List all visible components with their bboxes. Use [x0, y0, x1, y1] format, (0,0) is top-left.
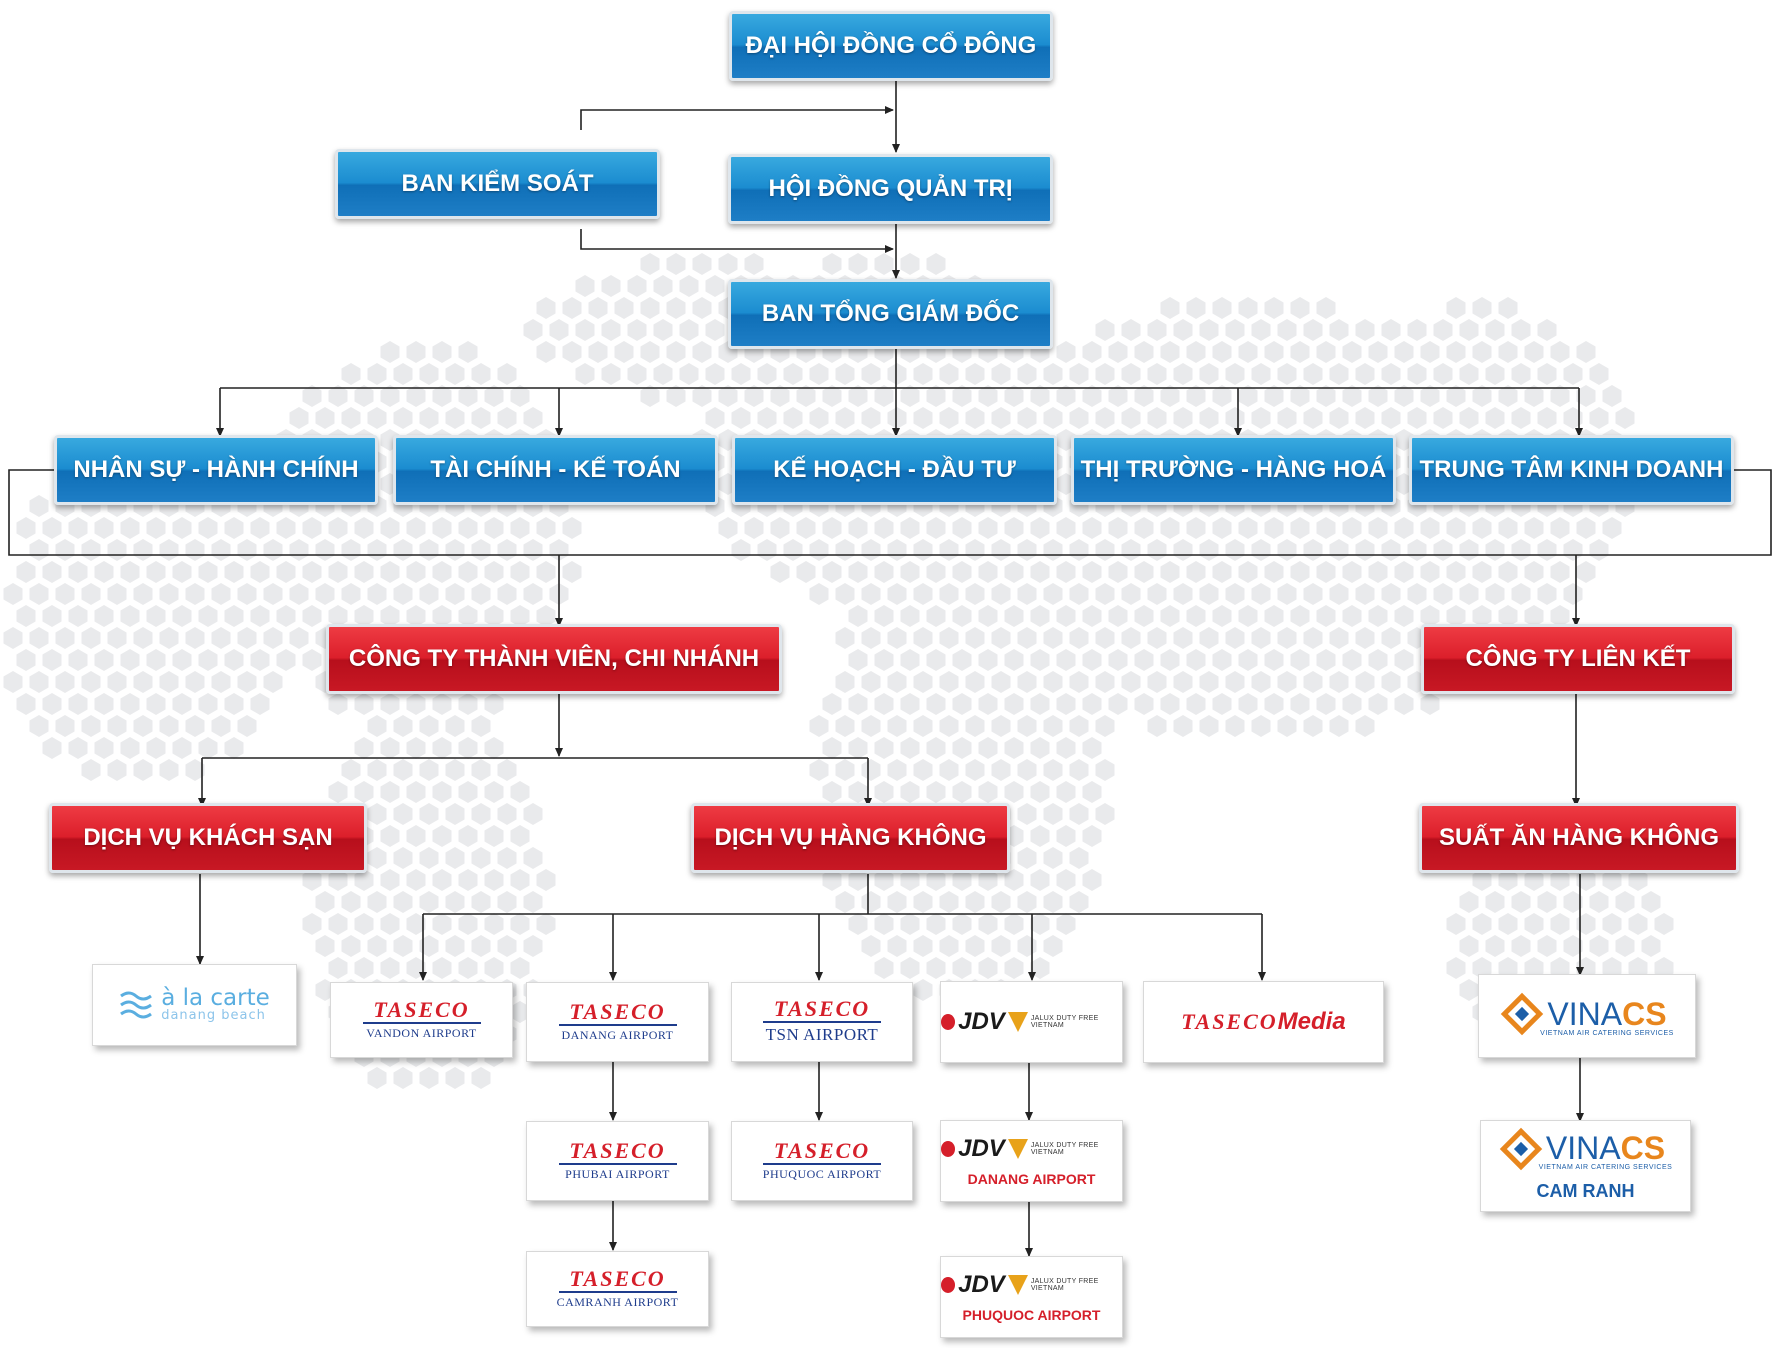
- taseco-airport-name: PHUQUOC AIRPORT: [762, 1166, 882, 1181]
- jdv-dot-icon: [941, 1014, 956, 1030]
- taseco-brand: TASECO: [773, 996, 871, 1021]
- jdv-tagline: JALUX DUTY FREE VIETNAM: [1030, 1278, 1099, 1292]
- dept-finance-accounting[interactable]: TÀI CHÍNH - KẾ TOÁN: [393, 435, 718, 505]
- vinacs-brand-a: VINA: [1547, 995, 1623, 1032]
- airline-catering-box[interactable]: SUẤT ĂN HÀNG KHÔNG: [1419, 803, 1739, 873]
- dept-planning-investment[interactable]: KẾ HOẠCH - ĐẦU TƯ: [732, 435, 1057, 505]
- vinacs-brand-b: CS: [1622, 995, 1667, 1032]
- aviation-services-box[interactable]: DỊCH VỤ HÀNG KHÔNG: [691, 803, 1010, 873]
- affiliates-box[interactable]: CÔNG TY LIÊN KẾT: [1421, 624, 1735, 694]
- board-label: HỘI ĐỒNG QUẢN TRỊ: [768, 175, 1013, 202]
- supervisory-label: BAN KIỂM SOÁT: [401, 170, 594, 197]
- jdv-tagline: JALUX DUTY FREE VIETNAM: [1030, 1142, 1099, 1156]
- jdv-airport-name: PHUQUOC AIRPORT: [962, 1307, 1101, 1323]
- hotel-services-box[interactable]: DỊCH VỤ KHÁCH SẠN: [49, 803, 367, 873]
- taseco-media-logo[interactable]: TASECOMedia: [1143, 981, 1384, 1063]
- taseco-brand: TASECO: [373, 996, 470, 1022]
- alacarte-logo-card[interactable]: à la carte danang beach: [92, 964, 297, 1046]
- dept-label: NHÂN SỰ - HÀNH CHÍNH: [73, 456, 359, 483]
- taseco-airport-name: TSN AIRPORT: [765, 1025, 879, 1044]
- jdv-dot-icon: [941, 1277, 956, 1293]
- vinacs-brand-b: CS: [1620, 1130, 1666, 1166]
- taseco-brand: TASECO: [569, 1265, 666, 1291]
- catering-label: SUẤT ĂN HÀNG KHÔNG: [1439, 824, 1719, 851]
- jdv-main-logo[interactable]: JDV JALUX DUTY FREE VIETNAM: [940, 981, 1123, 1063]
- agm-box[interactable]: ĐẠI HỘI ĐỒNG CỔ ĐÔNG: [729, 11, 1053, 81]
- alacarte-name: à la carte: [161, 985, 270, 1011]
- vinacs-tagline: VIETNAM AIR CATERING SERVICES: [1538, 1164, 1673, 1171]
- taseco-danang-logo[interactable]: TASECO DANANG AIRPORT: [526, 982, 709, 1062]
- taseco-underline: [558, 1023, 677, 1026]
- dept-business-center[interactable]: TRUNG TÂM KINH DOANH: [1409, 435, 1734, 505]
- jdv-airport-name: DANANG AIRPORT: [967, 1171, 1096, 1187]
- hotel-label: DỊCH VỤ KHÁCH SẠN: [83, 824, 333, 851]
- dept-hr-admin[interactable]: NHÂN SỰ - HÀNH CHÍNH: [54, 435, 378, 505]
- jdv-tagline: JALUX DUTY FREE VIETNAM: [1030, 1015, 1099, 1029]
- taseco-camranh-logo[interactable]: TASECO CAMRANH AIRPORT: [526, 1251, 709, 1327]
- taseco-airport-name: VANDON AIRPORT: [366, 1025, 477, 1040]
- taseco-underline: [763, 1162, 881, 1165]
- taseco-phuquoc-logo[interactable]: TASECO PHUQUOC AIRPORT: [731, 1121, 913, 1201]
- taseco-tsn-logo[interactable]: TASECO TSN AIRPORT: [731, 982, 913, 1062]
- dept-label: TÀI CHÍNH - KẾ TOÁN: [430, 456, 681, 483]
- taseco-brand: TASECO: [773, 1137, 871, 1163]
- members-branches-box[interactable]: CÔNG TY THÀNH VIÊN, CHI NHÁNH: [326, 624, 782, 694]
- dept-label: TRUNG TÂM KINH DOANH: [1419, 456, 1724, 483]
- vinacs-logo[interactable]: VINACS VIETNAM AIR CATERING SERVICES: [1478, 974, 1696, 1058]
- taseco-airport-name: DANANG AIRPORT: [561, 1027, 674, 1042]
- taseco-underline: [558, 1162, 677, 1165]
- waves-icon: [120, 991, 153, 1019]
- vinacs-camranh-logo[interactable]: VINACS VIETNAM AIR CATERING SERVICES CAM…: [1480, 1120, 1691, 1212]
- jdv-check-icon: [1007, 1012, 1028, 1032]
- jdv-check-icon: [1007, 1275, 1028, 1295]
- alacarte-sub: danang beach: [161, 1008, 266, 1023]
- supervisory-box[interactable]: BAN KIỂM SOÁT: [335, 149, 660, 219]
- members-label: CÔNG TY THÀNH VIÊN, CHI NHÁNH: [348, 645, 760, 672]
- taseco-airport-name: PHUBAI AIRPORT: [565, 1166, 670, 1181]
- taseco-airport-name: CAMRANH AIRPORT: [556, 1294, 679, 1309]
- dept-label: KẾ HOẠCH - ĐẦU TƯ: [773, 456, 1016, 483]
- taseco-vandon-logo[interactable]: TASECO VANDON AIRPORT: [330, 982, 513, 1058]
- jdv-brand: JDV: [958, 1271, 1005, 1298]
- dept-market-goods[interactable]: THỊ TRƯỜNG - HÀNG HOÁ: [1071, 435, 1396, 505]
- board-box[interactable]: HỘI ĐỒNG QUẢN TRỊ: [728, 154, 1053, 224]
- taseco-underline: [763, 1021, 881, 1023]
- media-suffix: Media: [1277, 1008, 1346, 1035]
- jdv-dot-icon: [941, 1141, 956, 1157]
- vinacs-tagline: VIETNAM AIR CATERING SERVICES: [1540, 1029, 1674, 1037]
- ceo-box[interactable]: BAN TỔNG GIÁM ĐỐC: [728, 279, 1053, 349]
- dept-label: THỊ TRƯỜNG - HÀNG HOÁ: [1080, 456, 1387, 483]
- vinacs-diamond-icon: [1501, 992, 1544, 1036]
- ceo-label: BAN TỔNG GIÁM ĐỐC: [761, 300, 1020, 327]
- media-brand: TASECO: [1181, 1009, 1278, 1034]
- agm-label: ĐẠI HỘI ĐỒNG CỔ ĐÔNG: [745, 32, 1037, 59]
- taseco-brand: TASECO: [569, 1137, 666, 1163]
- vinacs-brand-a: VINA: [1545, 1130, 1621, 1166]
- vinacs-location: CAM RANH: [1536, 1181, 1635, 1201]
- jdv-check-icon: [1007, 1139, 1028, 1159]
- jdv-brand: JDV: [958, 1008, 1005, 1035]
- jdv-brand: JDV: [958, 1135, 1005, 1162]
- taseco-phubai-logo[interactable]: TASECO PHUBAI AIRPORT: [526, 1121, 709, 1201]
- vinacs-diamond-icon: [1499, 1127, 1543, 1170]
- taseco-underline: [362, 1021, 481, 1024]
- taseco-underline: [558, 1290, 677, 1293]
- aviation-label: DỊCH VỤ HÀNG KHÔNG: [714, 824, 987, 851]
- jdv-danang-logo[interactable]: JDV JALUX DUTY FREE VIETNAM DANANG AIRPO…: [940, 1120, 1123, 1202]
- affiliates-label: CÔNG TY LIÊN KẾT: [1465, 645, 1691, 672]
- taseco-brand: TASECO: [569, 998, 666, 1024]
- jdv-phuquoc-logo[interactable]: JDV JALUX DUTY FREE VIETNAM PHUQUOC AIRP…: [940, 1256, 1123, 1338]
